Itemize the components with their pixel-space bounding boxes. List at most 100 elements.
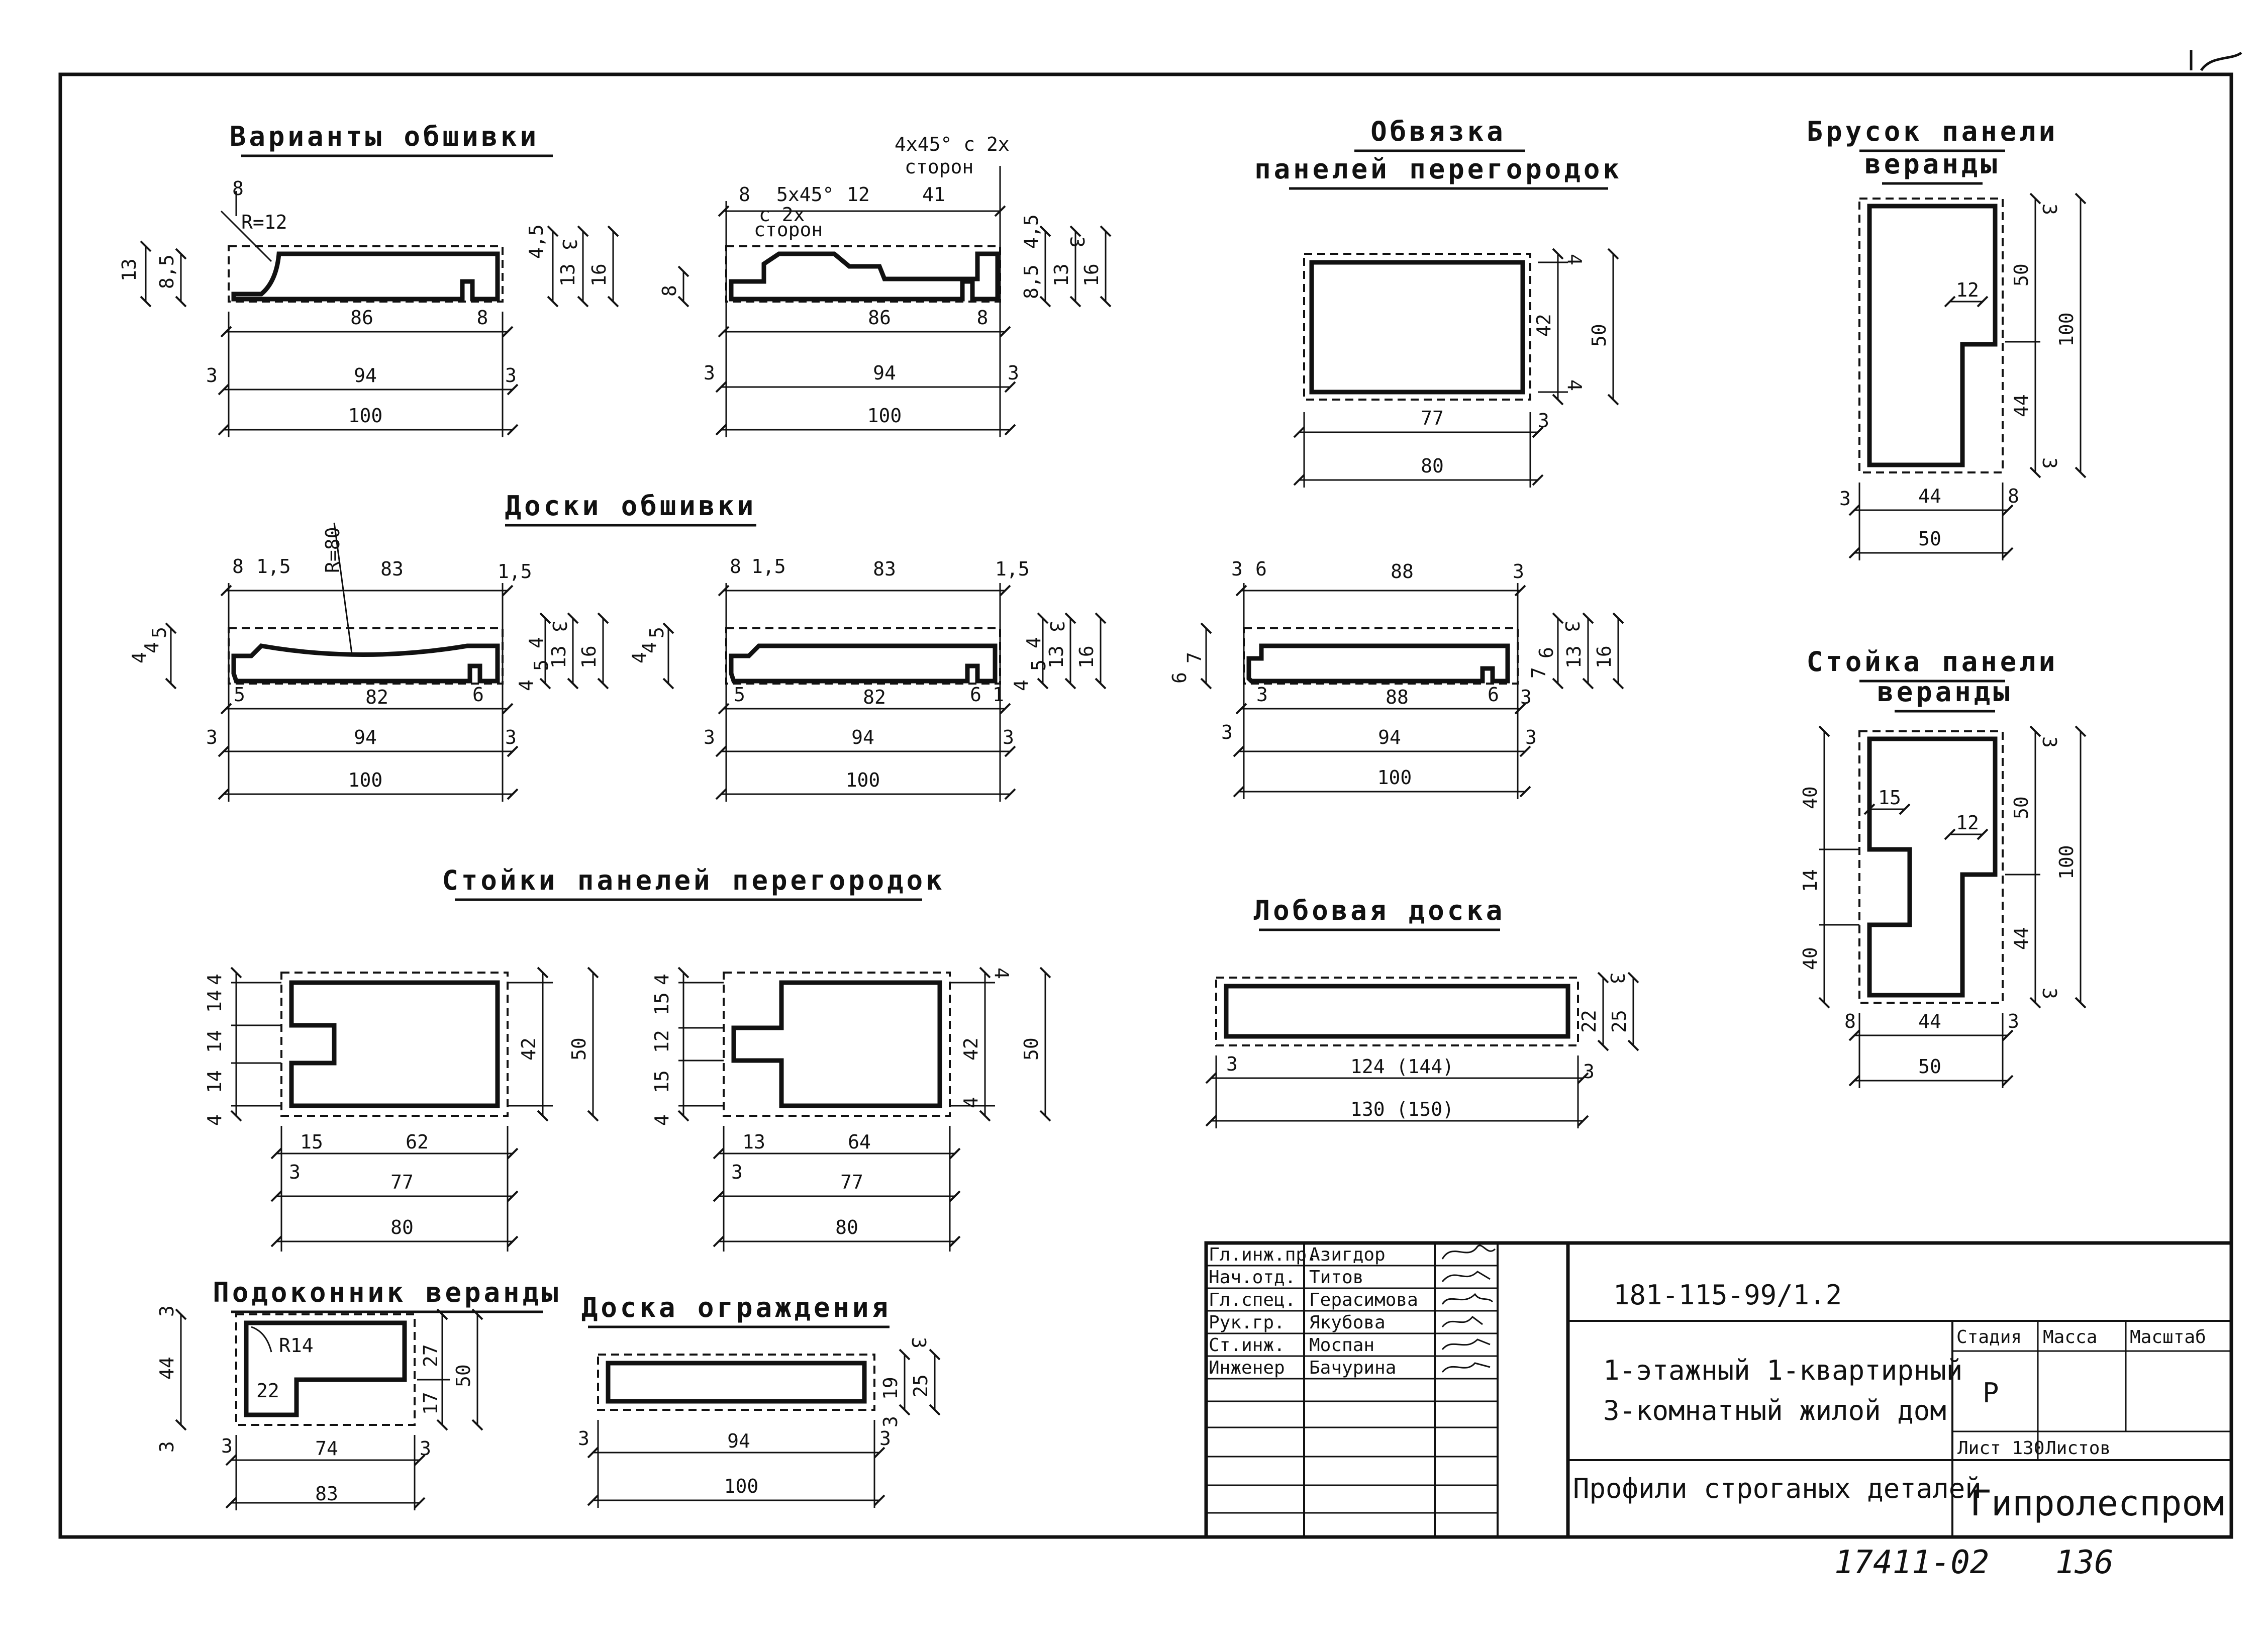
v2-dim-8-5: 8,5 bbox=[1020, 264, 1042, 299]
v2-dim-16: 16 bbox=[1080, 263, 1103, 286]
signatures bbox=[1441, 1244, 1496, 1373]
b1-dim-3-left: 3 bbox=[206, 726, 218, 748]
b2-dim-6: 6 bbox=[970, 684, 981, 706]
stage-value: Р bbox=[1983, 1377, 1999, 1409]
b1-dim-5b: 5 bbox=[530, 659, 552, 671]
p1-dim-4b: 4 bbox=[204, 1114, 226, 1126]
b3-dim-6: 6 bbox=[1255, 558, 1267, 580]
p2-dim-4d: 4 bbox=[960, 1097, 982, 1108]
v2-dim-chamfer: 4x45° с 2х bbox=[895, 133, 1010, 155]
b2-dim-1-5: 1,5 bbox=[751, 555, 786, 578]
v1-dim-8b: 8 bbox=[477, 307, 488, 329]
variants-section: Варианты обшивки 8 R=12 13 8,5 3 4,5 13 … bbox=[118, 121, 1112, 437]
sill-dim-3d: 3 bbox=[420, 1437, 431, 1460]
title-frame: Обвязка bbox=[1370, 116, 1506, 147]
post-dim-3c: 3 bbox=[2008, 1010, 2019, 1032]
b3-dim-6b: 6 bbox=[1168, 672, 1191, 684]
b3-dim-94: 94 bbox=[1378, 726, 1401, 748]
title-block bbox=[1204, 1241, 2233, 1539]
b1-dim-16: 16 bbox=[578, 645, 600, 668]
rail-dim-3b: 3 bbox=[879, 1416, 902, 1427]
drawing-title: Профили строганых деталей bbox=[1573, 1473, 1982, 1504]
b1-dim-5: 5 bbox=[148, 627, 170, 638]
title-sill: Подоконник веранды bbox=[213, 1277, 561, 1308]
v2-dim-sides2: сторон bbox=[754, 219, 823, 241]
v2-dim-12: 12 bbox=[847, 183, 870, 206]
v1-dim-13: 13 bbox=[118, 258, 140, 281]
b2-dim-1-5b: 1,5 bbox=[995, 558, 1030, 580]
bar-dim-50b: 50 bbox=[1918, 528, 1941, 550]
name-4: Якубова bbox=[1309, 1312, 1386, 1333]
board-1-drawing bbox=[165, 522, 609, 802]
sill-dim-50: 50 bbox=[452, 1364, 474, 1387]
bar-dim-44b: 44 bbox=[1918, 485, 1941, 507]
b3-dim-3e: 3 bbox=[1520, 686, 1532, 708]
b3-dim-3: 3 bbox=[1231, 558, 1243, 580]
sheet-number: Лист 130 bbox=[1957, 1438, 2044, 1459]
b2-dim-5c: 5 bbox=[734, 684, 745, 706]
b1-dim-4b: 4 bbox=[141, 642, 163, 653]
bar-dim-50: 50 bbox=[2010, 263, 2032, 286]
b1-dim-5c: 5 bbox=[234, 684, 245, 706]
rail-dim-25: 25 bbox=[910, 1374, 932, 1397]
fascia-dim-3: 3 bbox=[1606, 973, 1628, 984]
role-head-dept: Нач.отд. bbox=[1209, 1267, 1296, 1288]
b1-dim-8: 8 bbox=[232, 555, 244, 578]
v1-dim-3: 3 bbox=[558, 239, 580, 250]
p2-dim-12: 12 bbox=[651, 1030, 673, 1053]
post-dim-40: 40 bbox=[1799, 786, 1821, 809]
variant-2-drawing bbox=[677, 166, 1112, 437]
title-partition-posts: Стойки панелей перегородок bbox=[442, 864, 945, 896]
b2-dim-1: 1 bbox=[993, 684, 1004, 706]
v2-dim-3: 3 bbox=[1066, 236, 1088, 248]
v2-dim-sides: сторон bbox=[905, 156, 973, 178]
frame-dim-50: 50 bbox=[1588, 324, 1610, 347]
role-chief-engineer: Гл.инж.пр. bbox=[1209, 1244, 1318, 1265]
rail-dim-100: 100 bbox=[724, 1475, 759, 1497]
role-engineer: Инженер bbox=[1209, 1358, 1285, 1378]
header-stage: Стадия bbox=[1956, 1327, 2022, 1348]
b2-dim-3: 3 bbox=[1046, 621, 1068, 632]
v1-dim-radius: R=12 bbox=[241, 211, 287, 233]
p1-dim-42: 42 bbox=[518, 1037, 540, 1061]
p1-dim-15: 15 bbox=[300, 1131, 323, 1153]
corner-mark bbox=[2190, 50, 2242, 71]
v1-dim-3-left: 3 bbox=[206, 364, 218, 387]
name-1: Азигдор bbox=[1309, 1244, 1386, 1265]
frame-dim-3: 3 bbox=[1538, 410, 1549, 432]
b3-dim-3c: 3 bbox=[1561, 621, 1583, 632]
b1-dim-1-5: 1,5 bbox=[256, 555, 291, 578]
bar-dim-3: 3 bbox=[2038, 204, 2060, 215]
b3-dim-6d: 6 bbox=[1488, 684, 1499, 706]
title-post-sub: веранды bbox=[1877, 676, 2013, 708]
project-line-1: 1-этажный 1-квартирный bbox=[1603, 1355, 1962, 1386]
v1-dim-100: 100 bbox=[348, 405, 383, 427]
bar-dim-44: 44 bbox=[2010, 394, 2032, 417]
post-dim-15: 15 bbox=[1878, 787, 1901, 809]
b2-dim-94: 94 bbox=[851, 726, 874, 748]
b2-dim-4d: 4 bbox=[1023, 637, 1045, 648]
bar-dim-3b: 3 bbox=[2038, 457, 2060, 469]
p1-dim-14b: 14 bbox=[204, 1030, 226, 1053]
p2-dim-64: 64 bbox=[848, 1131, 871, 1153]
p2-dim-15: 15 bbox=[651, 992, 673, 1015]
post-dim-40b: 40 bbox=[1799, 947, 1821, 970]
frame-section: Обвязка панелей перегородок bbox=[1254, 116, 1619, 488]
sheet-frame bbox=[58, 72, 2233, 1539]
p2-dim-3: 3 bbox=[731, 1161, 743, 1183]
inventory-number: 17411-02 bbox=[1834, 1544, 1989, 1581]
sheets-total: Листов bbox=[2045, 1438, 2111, 1459]
post-dim-14: 14 bbox=[1799, 869, 1821, 892]
b2-dim-4b: 4 bbox=[638, 642, 660, 653]
v2-dim-100: 100 bbox=[867, 405, 902, 427]
p2-dim-42: 42 bbox=[960, 1037, 982, 1061]
post-dim-44: 44 bbox=[2010, 927, 2032, 950]
frame-dim-80: 80 bbox=[1421, 455, 1444, 477]
fascia-dim-3c: 3 bbox=[1583, 1061, 1595, 1083]
p1-dim-4: 4 bbox=[204, 974, 226, 985]
v1-dim-86: 86 bbox=[350, 307, 373, 329]
p2-dim-80: 80 bbox=[835, 1216, 858, 1238]
v2-dim-8b: 8 bbox=[977, 307, 989, 329]
sill-dim-22: 22 bbox=[256, 1380, 279, 1402]
b2-dim-5b: 5 bbox=[1028, 659, 1050, 671]
